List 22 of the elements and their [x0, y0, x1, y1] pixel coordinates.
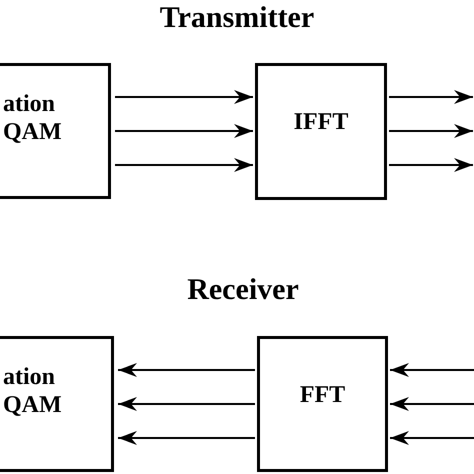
- process-box: [0, 336, 114, 472]
- arrow: [389, 158, 473, 172]
- box-label: ation QAM: [3, 90, 63, 146]
- arrow: [118, 397, 255, 411]
- arrow: [115, 124, 253, 138]
- arrow: [390, 397, 474, 411]
- arrow: [389, 90, 473, 104]
- process-box: [257, 336, 388, 472]
- arrow: [115, 90, 253, 104]
- arrow: [118, 363, 255, 377]
- box-label: FFT: [300, 381, 346, 409]
- section-heading: Transmitter: [160, 0, 314, 36]
- arrow: [115, 158, 253, 172]
- section-heading: Receiver: [187, 272, 299, 308]
- arrow: [390, 363, 474, 377]
- process-box: [0, 63, 111, 199]
- arrow: [389, 124, 473, 138]
- box-label: ation QAM: [3, 363, 63, 419]
- arrow: [390, 431, 474, 445]
- arrow: [118, 431, 255, 445]
- box-label: IFFT: [294, 108, 348, 136]
- process-box: [255, 63, 387, 200]
